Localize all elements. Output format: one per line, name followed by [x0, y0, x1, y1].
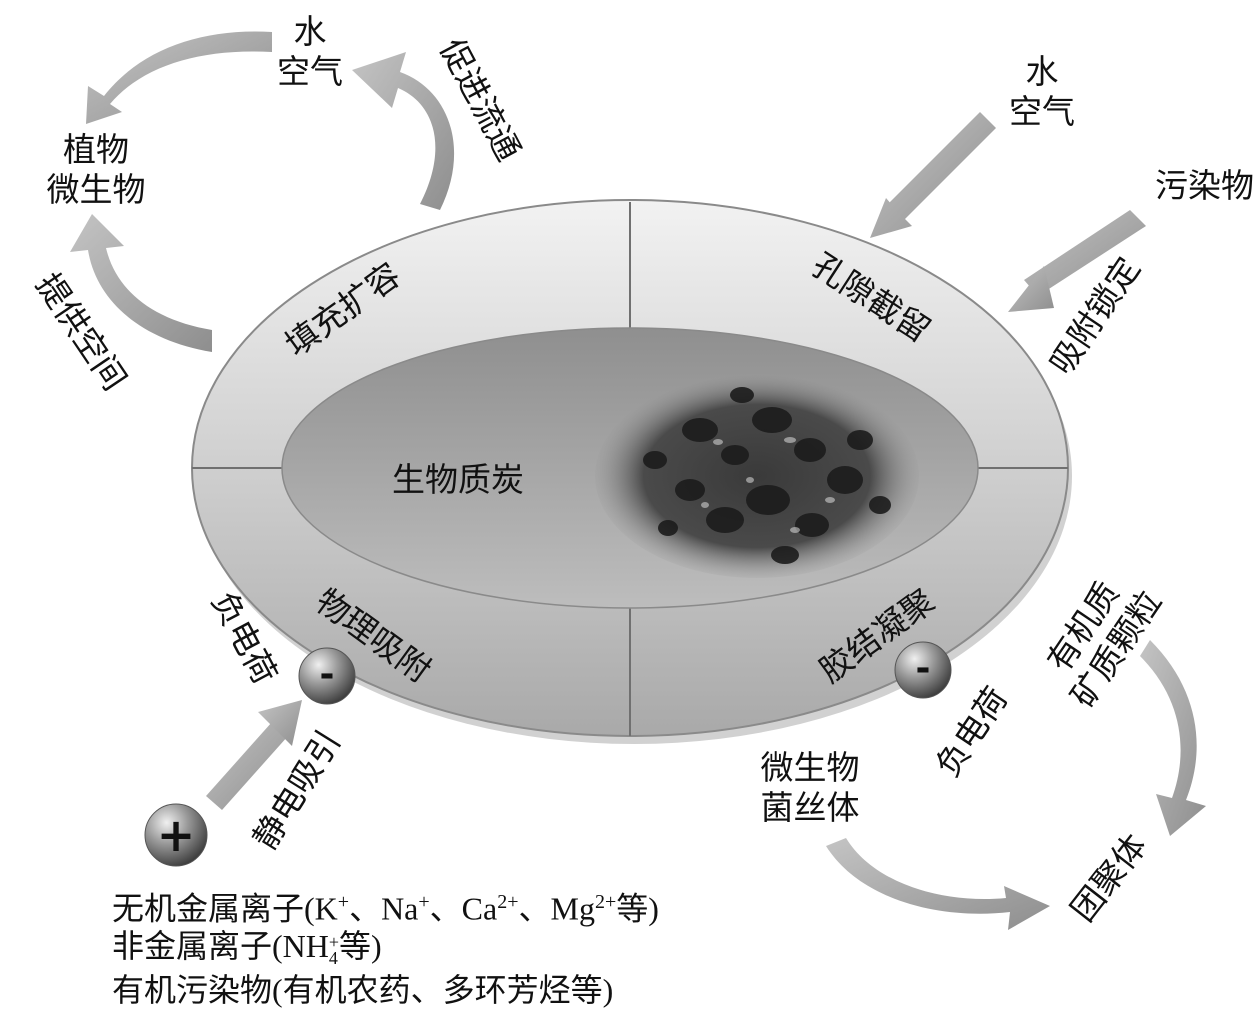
water-air-inflow-shaft — [888, 112, 996, 220]
microbe-text: 微生物 — [760, 748, 860, 787]
air-text-right: 空气 — [1009, 92, 1075, 131]
negative-charge-sphere-left — [298, 647, 356, 705]
top-left-water-air: 水 空气 — [268, 12, 352, 92]
line1-suffix: 等) — [616, 890, 659, 927]
line1-prefix: 无机金属离子(K — [112, 890, 338, 927]
pollutant-label: 污染物 — [1155, 166, 1254, 205]
water-text: 水 — [293, 12, 327, 51]
provide-space-arrow — [70, 214, 212, 352]
line1-sup3: 2+ — [497, 891, 519, 913]
minus-sign-left: - — [319, 654, 335, 695]
line1-sep3: 、Mg — [518, 890, 595, 927]
organic-to-aggregate-arrow — [1140, 640, 1206, 836]
pollutant-inflow-shaft — [1024, 210, 1146, 296]
line2-sup: + — [328, 931, 340, 952]
promote-flow-arrow — [352, 52, 455, 210]
microbes-text: 微生物 — [46, 170, 146, 209]
line1-sup1: + — [337, 891, 350, 913]
negative-charge-sphere-right — [894, 641, 952, 699]
line1-sep1: 、Na — [349, 890, 419, 927]
biochar-center-label: 生物质炭 — [392, 460, 524, 499]
line2-sub: 4 — [328, 947, 338, 968]
electrostatic-arrow-head — [258, 700, 302, 746]
plants-microbes: 植物 微生物 — [36, 130, 156, 210]
porous-biochar-image — [595, 374, 919, 578]
electrostatic-arrow-shaft — [206, 722, 288, 810]
plus-sign: + — [156, 808, 196, 862]
microbe-to-aggregate-arrow — [826, 838, 1050, 930]
water-air-to-plants-arrow — [86, 31, 272, 124]
line1-sep2: 、Ca — [429, 890, 498, 927]
pollutant-inflow-head — [1008, 266, 1054, 312]
positive-charge-sphere — [144, 803, 208, 867]
air-text: 空气 — [277, 52, 343, 91]
water-text-right: 水 — [1025, 52, 1059, 91]
line2-suffix: 等) — [339, 928, 382, 964]
microbe-hyphae-label: 微生物 菌丝体 — [748, 748, 872, 828]
top-right-water-air: 水 空气 — [1000, 52, 1084, 132]
organic-pollutants-line: 有机污染物(有机农药、多环芳烃等) — [112, 972, 614, 1008]
hyphae-text: 菌丝体 — [760, 788, 860, 827]
minus-sign-right: - — [915, 648, 931, 689]
plants-text: 植物 — [63, 130, 129, 169]
biochar-ellipse — [191, 199, 1072, 744]
line2-prefix: 非金属离子(NH — [112, 928, 329, 964]
inorganic-metal-ions-line: 无机金属离子(K+、Na+、Ca2+、Mg2+等) — [112, 880, 659, 931]
line1-sup2: + — [418, 891, 430, 913]
line1-sup4: 2+ — [594, 891, 617, 913]
